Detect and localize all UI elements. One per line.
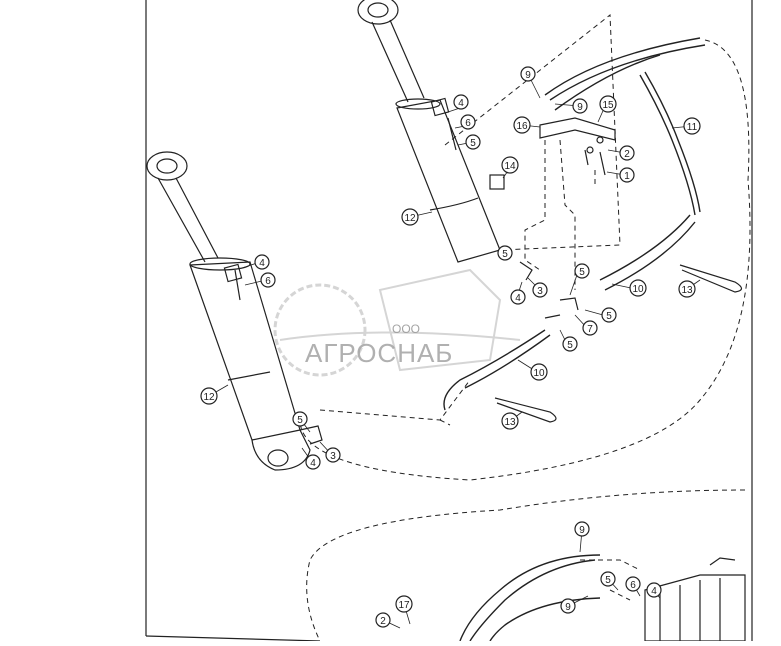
callout-5-fitting-a: 5	[497, 245, 513, 261]
svg-text:16: 16	[516, 121, 528, 132]
svg-text:5: 5	[502, 249, 508, 260]
callout-5-fitting-b: 5	[574, 263, 590, 279]
watermark-logo	[273, 268, 521, 377]
svg-text:3: 3	[537, 286, 543, 297]
callout-4-bottom: 4	[646, 582, 662, 598]
callout-13-center: 13	[501, 412, 519, 430]
svg-text:9: 9	[579, 525, 585, 536]
svg-text:2: 2	[624, 149, 630, 160]
svg-text:4: 4	[515, 293, 521, 304]
svg-text:5: 5	[470, 138, 476, 149]
svg-text:12: 12	[404, 213, 416, 224]
svg-text:7: 7	[587, 324, 593, 335]
svg-text:13: 13	[681, 285, 693, 296]
left-hydraulic-cylinder	[146, 151, 311, 471]
callout-17: 17	[395, 595, 413, 613]
svg-text:4: 4	[259, 258, 265, 269]
callout-7: 7	[582, 320, 598, 336]
callout-9-top-left: 9	[520, 66, 536, 82]
callout-6-bottom: 6	[625, 576, 641, 592]
svg-text:12: 12	[203, 392, 215, 403]
callout-11: 11	[683, 117, 701, 135]
svg-text:10: 10	[533, 368, 545, 379]
callout-9-top-right: 9	[572, 98, 588, 114]
svg-text:11: 11	[687, 122, 698, 133]
svg-text:13: 13	[504, 417, 516, 428]
callout-9-bottom-top: 9	[574, 521, 590, 537]
callout-5-fitting-d: 5	[562, 336, 578, 352]
svg-text:9: 9	[565, 602, 571, 613]
callout-10-center: 10	[530, 363, 548, 381]
callout-9-bottom-low: 9	[560, 598, 576, 614]
svg-text:3: 3	[330, 451, 336, 462]
svg-text:5: 5	[579, 267, 585, 278]
svg-text:1: 1	[624, 171, 630, 182]
callout-4-middle: 4	[453, 94, 469, 110]
svg-text:5: 5	[605, 575, 611, 586]
callout-2-bottom: 2	[375, 612, 391, 628]
middle-hydraulic-cylinder	[357, 0, 501, 263]
svg-text:5: 5	[297, 415, 303, 426]
svg-text:9: 9	[525, 70, 531, 81]
callout-14: 14	[501, 156, 519, 174]
callout-4-fitting: 4	[510, 289, 526, 305]
callout-16: 16	[513, 116, 531, 134]
svg-text:5: 5	[606, 311, 612, 322]
callout-1: 1	[619, 167, 635, 183]
sheet-border	[145, 0, 753, 642]
svg-text:10: 10	[632, 284, 644, 295]
callout-bubbles: 4 6 5 12 14 9 9 16 15 2 1 11 10 13 5 3 4…	[200, 66, 701, 628]
callout-3-middle: 3	[532, 282, 548, 298]
svg-text:6: 6	[265, 276, 271, 287]
svg-text:4: 4	[651, 586, 657, 597]
callout-10-right: 10	[629, 279, 647, 297]
dashed-routing-lines	[299, 14, 751, 642]
cotter-pins	[494, 264, 743, 423]
callout-12-middle: 12	[401, 208, 419, 226]
control-valve-block	[644, 557, 746, 642]
callout-12-left: 12	[200, 387, 218, 405]
svg-text:14: 14	[504, 161, 516, 172]
callout-5-fitting-c: 5	[601, 307, 617, 323]
svg-text:4: 4	[310, 458, 316, 469]
svg-text:6: 6	[630, 580, 636, 591]
callout-5-middle: 5	[465, 134, 481, 150]
svg-text:5: 5	[567, 340, 573, 351]
callout-4-left-top: 4	[254, 254, 270, 270]
svg-text:9: 9	[577, 102, 583, 113]
callout-5-bottom: 5	[600, 571, 616, 587]
callout-3-left-bottom: 3	[325, 447, 341, 463]
svg-text:17: 17	[398, 600, 410, 611]
callout-5-left-bottom: 5	[292, 411, 308, 427]
svg-text:4: 4	[458, 98, 464, 109]
svg-text:15: 15	[602, 100, 614, 111]
callout-15: 15	[599, 95, 617, 113]
watermark-company-name: АГРОСНАБ	[305, 338, 453, 368]
callout-4-left-bottom: 4	[305, 454, 321, 470]
fittings	[299, 146, 606, 445]
svg-text:2: 2	[380, 616, 386, 627]
watermark-company-prefix: ООО	[392, 322, 420, 336]
svg-text:6: 6	[465, 118, 471, 129]
callout-6-middle: 6	[460, 114, 476, 130]
callout-2-bracket: 2	[619, 145, 635, 161]
callout-6-left: 6	[260, 272, 276, 288]
callout-13-right: 13	[678, 280, 696, 298]
mounting-bracket	[539, 117, 616, 144]
